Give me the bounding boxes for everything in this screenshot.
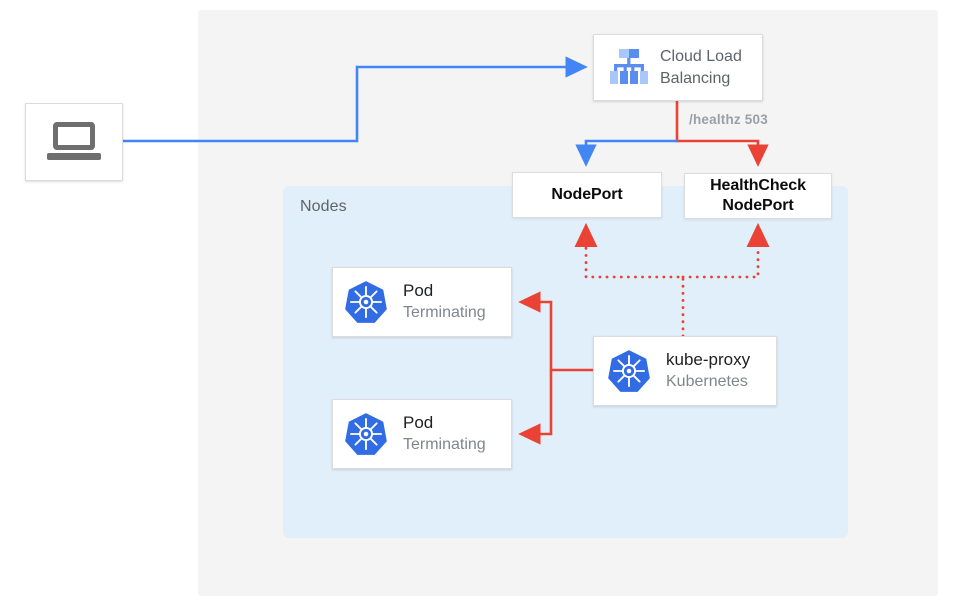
nodeport-label: NodePort <box>551 186 623 203</box>
healthz-annotation: /healthz 503 <box>689 112 768 127</box>
healthcheck-label-line2: NodePort <box>722 197 794 214</box>
laptop-icon <box>47 122 101 162</box>
pod-card: Pod Terminating <box>332 399 512 469</box>
healthcheck-label-line1: HealthCheck <box>710 177 806 194</box>
pod-title: Pod <box>403 413 434 433</box>
kubernetes-icon <box>608 350 650 392</box>
cloud-load-balancing-label: Cloud Load Balancing <box>660 46 742 89</box>
clb-label-line1: Cloud Load <box>660 47 742 65</box>
pod-text: Pod Terminating <box>403 280 486 323</box>
healthcheck-nodeport-label: HealthCheck NodePort <box>710 176 806 216</box>
kubernetes-icon <box>345 413 387 455</box>
nodeport-box: NodePort <box>512 172 662 218</box>
cloud-load-balancing-icon <box>610 48 648 84</box>
healthcheck-nodeport-box: HealthCheck NodePort <box>684 173 832 219</box>
kube-proxy-text: kube-proxy Kubernetes <box>666 349 750 392</box>
kube-proxy-subtitle: Kubernetes <box>666 372 748 390</box>
cloud-load-balancing-card: Cloud Load Balancing <box>593 34 763 101</box>
client-laptop-card <box>25 103 123 181</box>
kube-proxy-title: kube-proxy <box>666 350 751 370</box>
kubernetes-icon <box>345 281 387 323</box>
pod-status: Terminating <box>403 435 486 453</box>
kube-proxy-card: kube-proxy Kubernetes <box>593 336 777 406</box>
clb-label-line2: Balancing <box>660 69 731 87</box>
pod-card: Pod Terminating <box>332 267 512 337</box>
pod-title: Pod <box>403 281 434 301</box>
pod-status: Terminating <box>403 303 486 321</box>
pod-text: Pod Terminating <box>403 412 486 455</box>
nodes-region-label: Nodes <box>300 198 347 215</box>
